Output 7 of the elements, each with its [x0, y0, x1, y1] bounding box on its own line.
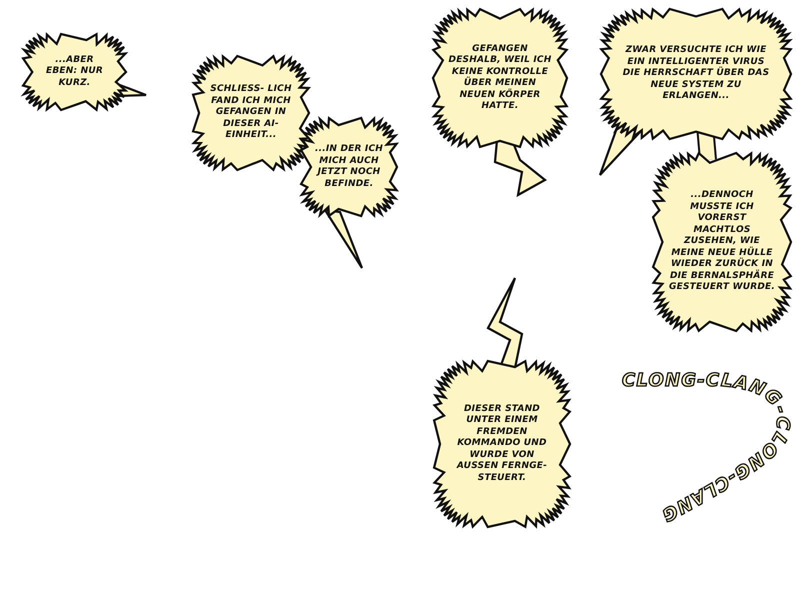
balloon-text: ...ABER EBEN: NUR KURZ. [45, 54, 104, 90]
balloon-text: ...DENNOCH MUSSTE ICH VORERST MACHTLOS ZUSEHEN, WIE MEINE NEUE HÜLLE WIEDER ZURÜCK IN DIE BERNALSPHÄRE GESTEUERT WURDE. [668, 190, 776, 294]
balloon-text: ...IN DER ICH MICH AUCH JETZT NOCH BEFINDE. [314, 144, 384, 190]
balloon-text: ZWAR VERSUCHTE ICH WIE EIN INTELLIGENTER VIRUS DIE HERRSCHAFT ÜBER DAS NEUE SYSTEM ZU ERLANGEN... [622, 45, 770, 103]
balloon-text: SCHLIESS- LICH FAND ICH MICH GEFANGEN IN DIESER AI-EINHEIT... [209, 84, 293, 142]
balloon-text: GEFANGEN DESHALB, WEIL ICH KEINE KONTROLLE ÜBER MEINEN NEUEN KÖRPER HATTE. [448, 44, 552, 112]
balloon-text: DIESER STAND UNTER EINEM FREMDEN KOMMANDO UND WURDE VON AUSSEN FERNGE- STEUERT. [456, 404, 548, 484]
